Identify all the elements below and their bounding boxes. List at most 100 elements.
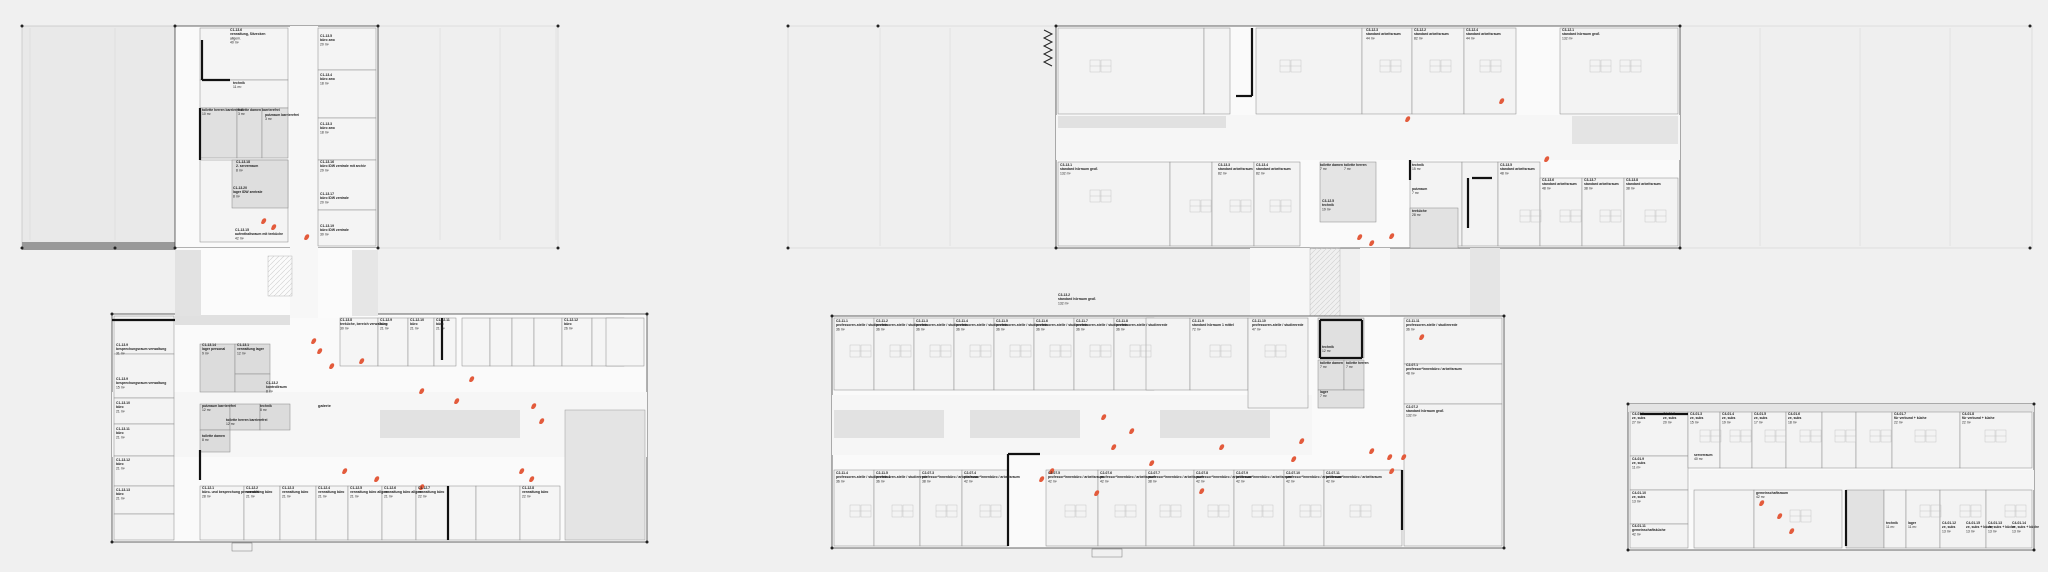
room-area: 13 m²	[1632, 499, 1642, 503]
room-code: C4-01.5	[1754, 412, 1766, 416]
person-figure	[519, 468, 525, 475]
person-figure	[261, 218, 267, 225]
room-name: büro- und besprechung personalrat	[202, 490, 260, 494]
room-code: C3-12.4	[1466, 28, 1478, 32]
person-figure	[1369, 240, 1375, 247]
desk	[1644, 209, 1667, 223]
desk	[1129, 344, 1152, 358]
room-area: 21 m²	[246, 494, 256, 498]
person-figure	[311, 338, 317, 345]
room-area: 42 m²	[1048, 479, 1058, 483]
room-name: standard hörraum groß	[1562, 32, 1600, 36]
person-figure	[1129, 428, 1135, 435]
desk	[1089, 344, 1112, 358]
room-code: C1-12.6	[384, 486, 396, 490]
desk	[2004, 504, 2027, 518]
room-code: C3-13.7	[1584, 178, 1596, 182]
room-area: 22 m²	[522, 494, 532, 498]
person-figure	[1094, 490, 1100, 497]
person-figure	[1759, 500, 1765, 507]
desk	[1914, 429, 1937, 443]
room-code: C2-11.4	[836, 471, 848, 475]
room-name: standard arbeitsraum	[1626, 182, 1661, 186]
room-name: für verbund + küche	[1962, 416, 1995, 420]
room-name: büro	[436, 322, 444, 326]
room-code: C1-13.10	[116, 401, 130, 405]
room-name: ze, subs	[1788, 416, 1801, 420]
room-area: 82 m²	[1218, 171, 1228, 175]
room-area: 20 m²	[320, 200, 330, 204]
room-name: ze, subs	[1690, 416, 1703, 420]
room-area: 44 m²	[1466, 36, 1476, 40]
desk	[849, 504, 872, 518]
room-code: C4-01.6	[1788, 412, 1800, 416]
desk	[1764, 429, 1787, 443]
room-name: büro	[116, 431, 124, 435]
room-name: professoren-stelle / studienrede	[1116, 323, 1168, 327]
room-code: C2-07.3	[922, 471, 934, 475]
room-area: 132 m²	[1060, 171, 1071, 175]
room-area: 22 m²	[1962, 420, 1972, 424]
room-code: C1-13.15	[235, 228, 249, 232]
room-name: professoren-stelle / studienrede	[1076, 323, 1128, 327]
room-code: C2-11.4	[956, 319, 968, 323]
room-area: 29 m²	[320, 168, 330, 172]
person-figure	[1219, 444, 1225, 451]
room-area: 72 m²	[1192, 327, 1202, 331]
room-area: 36 m²	[1406, 327, 1416, 331]
person-figure	[1039, 476, 1045, 483]
room-code: C1-12.9	[380, 318, 392, 322]
room-area: 8 m²	[202, 438, 210, 442]
room-code: C3-13.2	[1058, 293, 1070, 297]
room-code: C4-01.1	[1632, 412, 1644, 416]
person-figure	[531, 403, 537, 410]
room-area: 21 m²	[116, 466, 126, 470]
people-figures	[261, 98, 1795, 535]
person-figure	[1149, 460, 1155, 467]
room-code: C2-07.5	[1048, 471, 1060, 475]
room-code: C1-12.8	[522, 486, 534, 490]
desk	[1009, 344, 1032, 358]
room-name: büro	[116, 492, 124, 496]
room-code: C2-11.3	[916, 319, 928, 323]
desk	[1159, 504, 1182, 518]
room-name: büro	[116, 462, 124, 466]
desk	[1064, 504, 1087, 518]
room-code: C3-12.1	[1562, 28, 1574, 32]
room-name: putzraum barrierefrei	[265, 113, 299, 117]
person-figure	[1369, 448, 1375, 455]
room-code: C1-13.17	[320, 192, 334, 196]
room-code: C4-01.9	[1632, 457, 1644, 461]
room-name: lager	[1320, 390, 1329, 394]
room-area: 38 m²	[1148, 479, 1158, 483]
person-figure	[317, 348, 323, 355]
room-name: büro IDW zentrale	[320, 196, 349, 200]
room-code: C1-12.7	[418, 486, 430, 490]
room-name: ze, subs + küche	[1966, 525, 1993, 529]
room-code: C4-01.7	[1894, 412, 1906, 416]
room-name: professoren-stelle / studienrede	[956, 323, 1008, 327]
room-code: C1-12.12	[564, 318, 578, 322]
room-code: C1-12.2	[246, 486, 258, 490]
room-area: 18 m²	[320, 81, 330, 85]
room-area: 38 m²	[1626, 186, 1636, 190]
room-name: putzraum barrierefrei	[202, 404, 236, 408]
